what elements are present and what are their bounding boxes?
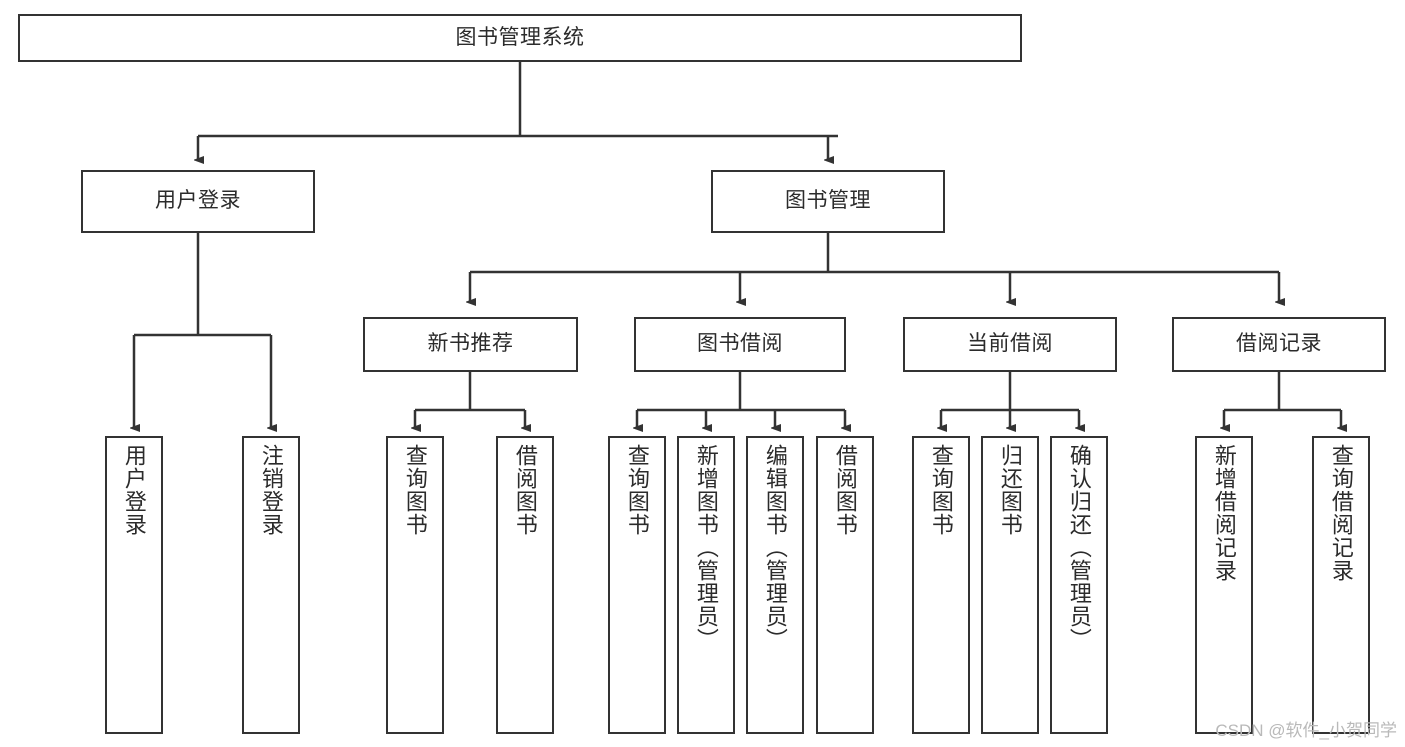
node-root-label: 图书管理系统 (455, 25, 585, 49)
node-leaf-return-book-label: 归还图书 (997, 444, 1023, 536)
node-leaf-edit-book-label: 编辑图书（管理员） (762, 444, 788, 651)
node-leaf-confirm-return[interactable]: 确认归还（管理员） (1050, 436, 1108, 734)
node-book-manage-label: 图书管理 (785, 189, 871, 213)
node-book-borrow-label: 图书借阅 (697, 332, 783, 356)
node-leaf-add-book-label: 新增图书（管理员） (693, 444, 719, 651)
node-borrow-record[interactable]: 借阅记录 (1172, 317, 1386, 372)
node-current-borrow-label: 当前借阅 (967, 332, 1053, 356)
node-leaf-borrow-book-1-label: 借阅图书 (512, 444, 538, 536)
node-leaf-query-book-3[interactable]: 查询图书 (912, 436, 970, 734)
node-current-borrow[interactable]: 当前借阅 (903, 317, 1117, 372)
node-leaf-query-record-label: 查询借阅记录 (1328, 444, 1354, 582)
node-root[interactable]: 图书管理系统 (18, 14, 1022, 62)
node-leaf-borrow-book-1[interactable]: 借阅图书 (496, 436, 554, 734)
node-user-login[interactable]: 用户登录 (81, 170, 315, 233)
node-leaf-user-login[interactable]: 用户登录 (105, 436, 163, 734)
node-leaf-borrow-book-2-label: 借阅图书 (832, 444, 858, 536)
node-user-login-label: 用户登录 (155, 189, 241, 213)
node-leaf-edit-book[interactable]: 编辑图书（管理员） (746, 436, 804, 734)
node-leaf-user-login-label: 用户登录 (121, 444, 147, 536)
node-leaf-query-book-2-label: 查询图书 (624, 444, 650, 536)
node-new-book-recommend[interactable]: 新书推荐 (363, 317, 578, 372)
node-leaf-return-book[interactable]: 归还图书 (981, 436, 1039, 734)
node-leaf-add-book[interactable]: 新增图书（管理员） (677, 436, 735, 734)
node-leaf-query-book-2[interactable]: 查询图书 (608, 436, 666, 734)
node-book-manage[interactable]: 图书管理 (711, 170, 945, 233)
node-leaf-query-record[interactable]: 查询借阅记录 (1312, 436, 1370, 734)
node-borrow-record-label: 借阅记录 (1236, 332, 1322, 356)
node-leaf-borrow-book-2[interactable]: 借阅图书 (816, 436, 874, 734)
node-leaf-user-logout-label: 注销登录 (258, 444, 284, 536)
node-leaf-confirm-return-label: 确认归还（管理员） (1066, 444, 1092, 651)
node-leaf-add-record-label: 新增借阅记录 (1211, 444, 1237, 582)
node-new-book-recommend-label: 新书推荐 (427, 332, 514, 356)
node-leaf-query-book-1[interactable]: 查询图书 (386, 436, 444, 734)
node-book-borrow[interactable]: 图书借阅 (634, 317, 846, 372)
node-leaf-query-book-3-label: 查询图书 (928, 444, 954, 536)
watermark-text: CSDN @软件_小贺同学 (1215, 721, 1397, 740)
node-leaf-user-logout[interactable]: 注销登录 (242, 436, 300, 734)
node-leaf-add-record[interactable]: 新增借阅记录 (1195, 436, 1253, 734)
node-leaf-query-book-1-label: 查询图书 (402, 444, 428, 536)
